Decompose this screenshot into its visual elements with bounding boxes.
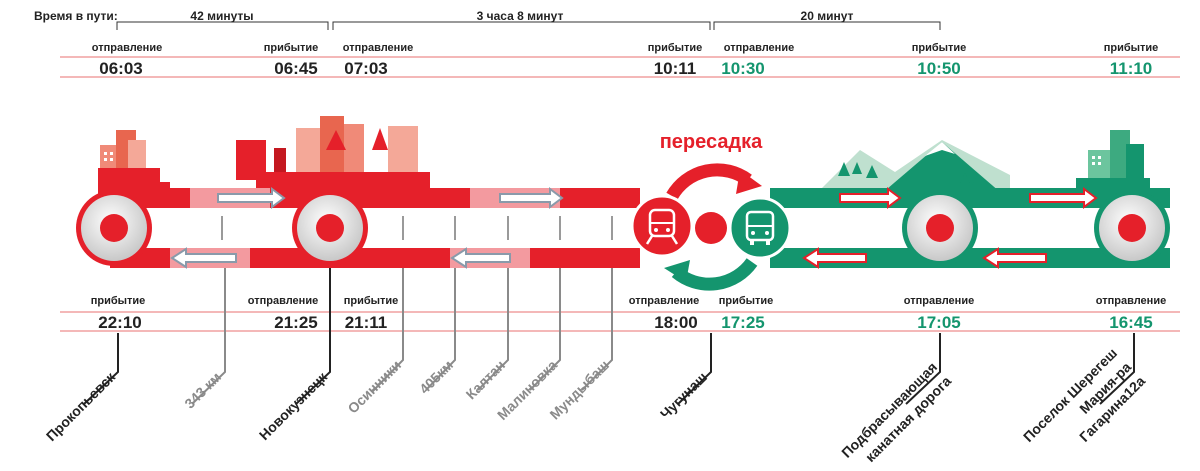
top-time-7: 11:10: [1110, 59, 1153, 78]
top-time-2: 06:45: [274, 59, 317, 78]
station-disc-novokuznetsk: [292, 190, 368, 266]
arrow-right-3: [839, 187, 902, 209]
top-caption-6: прибытие: [912, 42, 967, 54]
bottom-time-1: 22:10: [98, 313, 141, 332]
bottom-caption-5: прибытие: [719, 295, 774, 307]
top-time-6: 10:50: [917, 59, 960, 78]
duration-label-1: 42 минуты: [190, 9, 253, 23]
top-caption-5: отправление: [724, 42, 794, 54]
top-caption-2: прибытие: [264, 42, 319, 54]
bottom-time-4: 18:00: [654, 313, 697, 332]
arrow-left-1: [170, 247, 237, 269]
bottom-time-5: 17:25: [721, 313, 764, 332]
station-name-3: Новокузнецк: [256, 368, 331, 443]
bottom-time-6: 17:05: [917, 313, 960, 332]
duration-bracket-3: 20 минут: [713, 9, 941, 30]
top-time-4: 10:11: [654, 59, 697, 78]
arrow-left-2: [450, 247, 511, 269]
station-disc-prokopyevsk: [76, 190, 152, 266]
minor-stop-ticks: [221, 216, 613, 240]
transfer-label: пересадка: [660, 131, 763, 153]
bottom-time-3: 21:11: [345, 313, 388, 332]
station-disc-sheregesh: [1094, 190, 1170, 266]
duration-label-3: 20 минут: [801, 9, 854, 23]
train-icon: [630, 194, 694, 258]
bottom-caption-6: отправление: [904, 295, 974, 307]
station-disc-cableway: [902, 190, 978, 266]
duration-label-2: 3 часа 8 минут: [477, 9, 564, 23]
station-name-2: 343 км: [181, 369, 224, 412]
top-time-3: 07:03: [344, 59, 387, 78]
bottom-caption-7: отправление: [1096, 295, 1166, 307]
top-time-5: 10:30: [721, 59, 764, 78]
mountain-scenery: [820, 140, 1010, 200]
station-name-4: Осинники: [344, 357, 404, 417]
station-leaders: [83, 268, 1135, 405]
bottom-time-2: 21:25: [274, 313, 317, 332]
bus-icon: [728, 196, 792, 260]
bottom-caption-1: прибытие: [91, 295, 146, 307]
bottom-caption-2: отправление: [248, 295, 318, 307]
arrow-left-4: [982, 247, 1047, 269]
top-time-1: 06:03: [99, 59, 142, 78]
arrow-left-3: [802, 247, 867, 269]
top-caption-3: отправление: [343, 42, 413, 54]
top-caption-4: прибытие: [648, 42, 703, 54]
top-caption-1: отправление: [92, 42, 162, 54]
top-caption-7: прибытие: [1104, 42, 1159, 54]
station-name-6: Калтан: [463, 357, 509, 403]
duration-bracket-1: 42 минуты: [116, 9, 329, 30]
transfer-hub: [664, 163, 762, 291]
prokopyevsk-skyline: [98, 130, 170, 196]
sheregesh-skyline: [1076, 130, 1150, 198]
bottom-caption-4: отправление: [629, 295, 699, 307]
station-name-1: Прокопьевск: [43, 368, 119, 444]
duration-bracket-2: 3 часа 8 минут: [332, 9, 711, 30]
track-green-bottom: [770, 248, 1170, 268]
travel-time-caption: Время в пути:: [34, 9, 118, 23]
arrow-right-2: [499, 187, 564, 209]
station-name-9: Чугунаш: [657, 369, 710, 422]
bottom-time-7: 16:45: [1109, 313, 1152, 332]
arrow-right-4: [1029, 187, 1098, 209]
bottom-caption-3: прибытие: [344, 295, 399, 307]
novokuznetsk-skyline: [236, 116, 430, 196]
arrow-right-1: [217, 187, 286, 209]
station-name-5: 405км: [416, 357, 456, 397]
